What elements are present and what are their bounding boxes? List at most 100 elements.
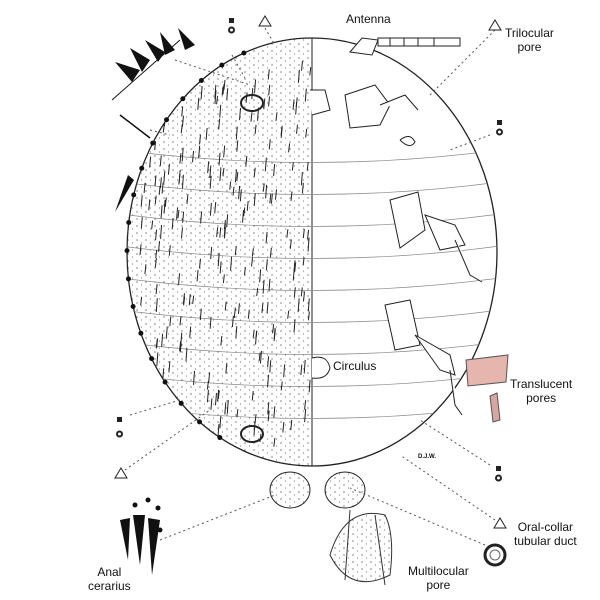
- seta: [269, 247, 272, 258]
- seta: [268, 84, 271, 96]
- seta: [264, 157, 267, 172]
- seta: [273, 164, 276, 177]
- seta: [153, 86, 156, 97]
- seta: [167, 163, 170, 175]
- seta: [253, 193, 256, 206]
- leader-lines: [124, 27, 496, 546]
- seta: [287, 310, 290, 319]
- seta: [290, 191, 293, 201]
- seta: [302, 228, 305, 239]
- cerarius: [197, 419, 203, 425]
- seta: [222, 84, 225, 95]
- label-multilocular-pore: Multilocular pore: [408, 564, 469, 592]
- marginal-cerarii: [124, 50, 247, 441]
- seta: [140, 142, 143, 157]
- seta: [304, 400, 307, 410]
- seta: [245, 155, 248, 167]
- seta: [168, 360, 171, 373]
- cerarius: [130, 304, 136, 310]
- seta: [217, 424, 220, 438]
- seta: [226, 214, 229, 228]
- seta: [163, 170, 166, 183]
- seta: [245, 92, 248, 103]
- seta: [236, 140, 239, 152]
- cerarius: [178, 400, 184, 406]
- seta: [250, 112, 253, 122]
- seta: [214, 90, 217, 105]
- seta: [286, 229, 289, 238]
- seta: [199, 308, 202, 321]
- seta: [308, 379, 311, 393]
- seta: [291, 162, 294, 171]
- seta: [217, 252, 220, 267]
- seta: [206, 389, 209, 403]
- label-line: Trilocular: [505, 26, 554, 40]
- seta: [252, 329, 255, 338]
- seta: [185, 348, 188, 362]
- seta: [293, 287, 296, 298]
- seta: [237, 303, 240, 314]
- seta: [267, 374, 270, 388]
- seta: [159, 155, 162, 167]
- cerarius: [131, 192, 137, 198]
- label-oral-collar-duct: Oral-collar tubular duct: [514, 520, 577, 548]
- seta: [295, 102, 298, 115]
- seta: [154, 195, 157, 205]
- seta: [307, 237, 310, 252]
- seta-detail: [119, 114, 151, 139]
- seta: [188, 294, 191, 306]
- seta: [154, 257, 157, 268]
- seta: [309, 67, 312, 76]
- dorsal-stipple: [127, 38, 312, 466]
- seta: [219, 261, 222, 274]
- seta: [209, 316, 212, 329]
- seta: [148, 413, 151, 427]
- cerarius: [124, 248, 130, 254]
- seta: [307, 298, 310, 312]
- seta: [297, 298, 300, 313]
- seta: [235, 326, 238, 339]
- seta: [219, 167, 222, 182]
- seta: [154, 175, 157, 187]
- seta: [140, 217, 143, 229]
- seta: [262, 183, 265, 192]
- circulus-drawing: [311, 356, 331, 379]
- seta: [181, 115, 184, 127]
- ostiole-posterior: [240, 425, 264, 443]
- seta: [197, 97, 200, 110]
- cerarius: [139, 165, 145, 171]
- segment-line: [127, 149, 497, 163]
- label-line: tubular duct: [514, 534, 577, 548]
- label-line: pore: [517, 40, 542, 54]
- antenna-drawing: [349, 37, 461, 56]
- trilocular-pore-icon-top: [258, 15, 272, 27]
- seta: [303, 359, 306, 374]
- seta: [176, 207, 179, 220]
- seta: [222, 274, 225, 284]
- seta: [269, 360, 272, 373]
- seta: [233, 307, 236, 318]
- segment-line: [127, 309, 497, 323]
- seta: [178, 273, 181, 285]
- cerarius: [217, 435, 223, 441]
- seta: [251, 391, 254, 401]
- seta: [254, 79, 257, 93]
- spine-detail: [115, 175, 134, 212]
- seta: [230, 256, 233, 271]
- seta: [292, 269, 295, 281]
- seta: [219, 104, 222, 118]
- seta: [300, 287, 303, 297]
- seta: [217, 390, 220, 400]
- seta: [162, 62, 165, 75]
- label-line: cerarius: [88, 579, 131, 593]
- seta: [180, 332, 183, 345]
- seta: [280, 127, 283, 138]
- cerarius: [126, 220, 132, 226]
- seta: [209, 165, 212, 179]
- multilocular-detail: [329, 509, 393, 586]
- seta: [155, 249, 158, 259]
- seta: [180, 79, 183, 90]
- seta: [192, 295, 195, 304]
- seta: [161, 182, 164, 194]
- seta: [192, 370, 195, 385]
